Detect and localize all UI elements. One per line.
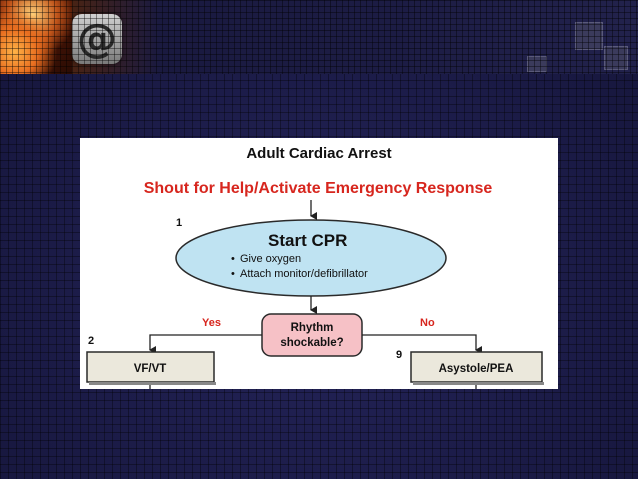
step-2-number: 2: [88, 335, 94, 347]
step-9-number: 9: [396, 349, 402, 361]
decision-line-1: Rhythm: [291, 322, 334, 334]
emergency-response-instruction: Shout for Help/Activate Emergency Respon…: [144, 180, 493, 197]
no-branch-connector: [362, 335, 476, 350]
start-cpr-bullet-dot: •: [231, 253, 235, 265]
yes-label: Yes: [202, 317, 221, 329]
no-label: No: [420, 317, 435, 329]
at-logo-icon: @: [72, 14, 122, 64]
asystole-pea-label: Asystole/PEA: [439, 363, 514, 375]
yes-branch-connector: [150, 335, 262, 350]
asystole-pea-box-shadow: [413, 382, 544, 385]
decorative-square: [604, 46, 628, 70]
start-cpr-bullet-dot: •: [231, 268, 235, 280]
decision-line-2: shockable?: [280, 337, 343, 349]
flowchart-svg: Adult Cardiac Arrest Shout for Help/Acti…: [80, 138, 558, 389]
acls-flowchart: Adult Cardiac Arrest Shout for Help/Acti…: [80, 138, 558, 389]
vf-vt-label: VF/VT: [134, 363, 167, 375]
diagram-title: Adult Cardiac Arrest: [246, 145, 391, 162]
header-band: @: [0, 0, 638, 74]
decorative-logo-image: [0, 0, 72, 74]
vf-vt-box-shadow: [89, 382, 216, 385]
step-1-number: 1: [176, 217, 182, 229]
start-cpr-bullet-give-oxygen: Give oxygen: [240, 253, 301, 265]
decorative-square: [527, 56, 547, 72]
rhythm-shockable-decision: [262, 314, 362, 356]
decorative-square: [575, 22, 603, 50]
start-cpr-title: Start CPR: [268, 231, 347, 250]
start-cpr-bullet-attach-monitor: Attach monitor/defibrillator: [240, 268, 368, 280]
